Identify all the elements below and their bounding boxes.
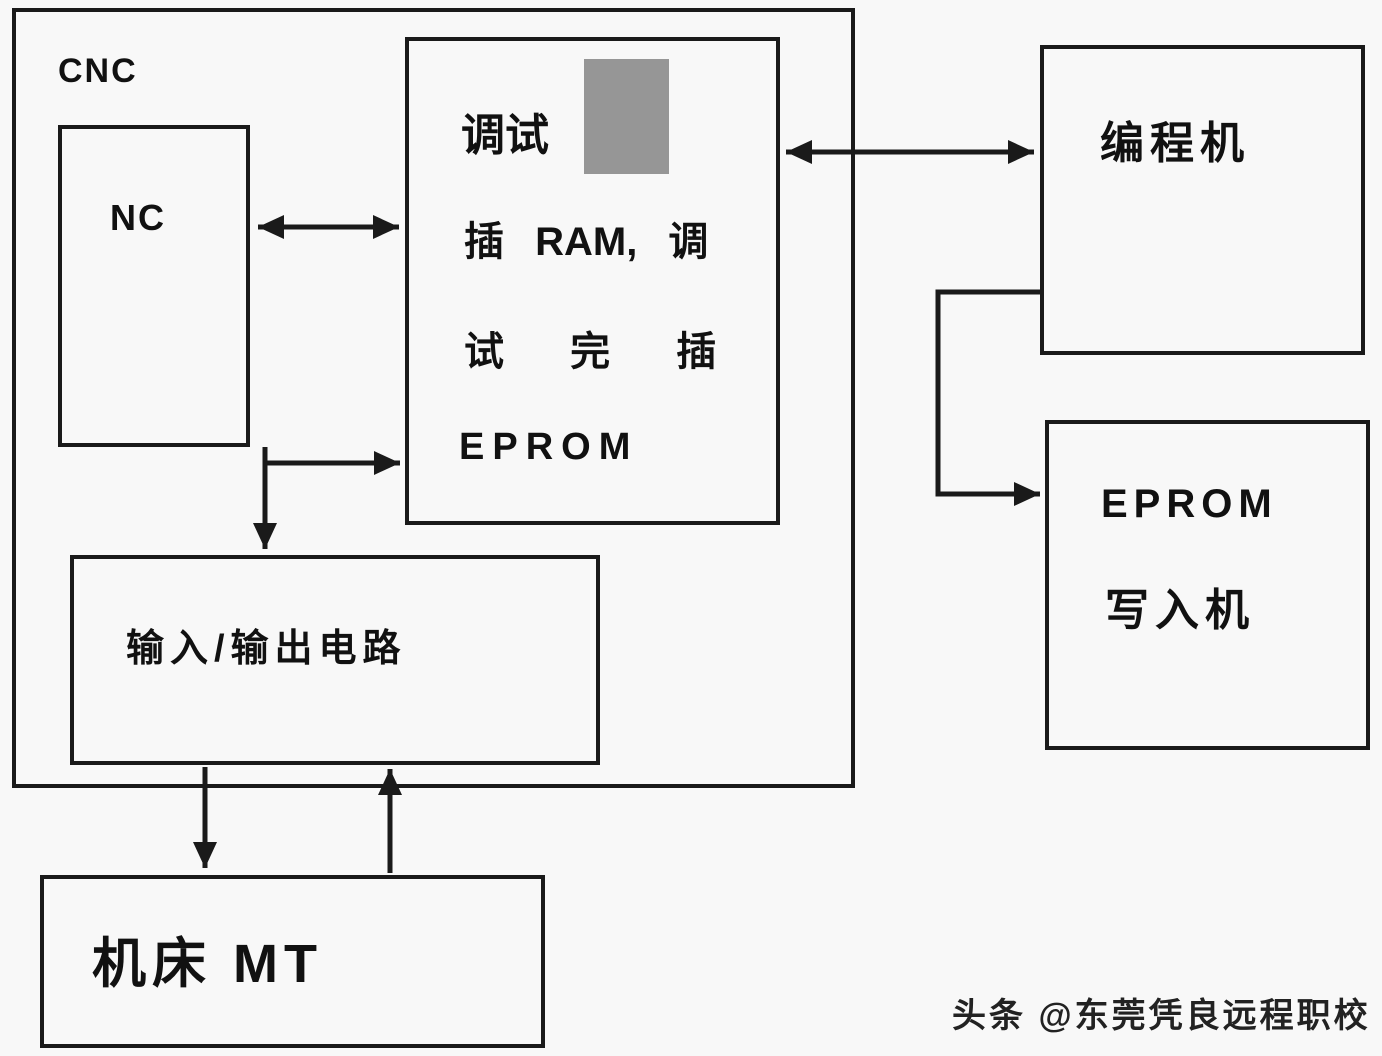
watermark-text: 头条 @东莞凭良远程职校: [952, 997, 1371, 1035]
nc-box: NC: [58, 125, 250, 447]
eprom-writer-box: EPROM 写入机: [1045, 420, 1370, 750]
machine-tool-label: 机床 MT: [92, 934, 323, 994]
memory-text-line2: 插 RAM, 调: [464, 220, 709, 264]
gray-chip-rect: [584, 59, 669, 174]
programmer-label: 编程机: [1100, 119, 1250, 168]
eprom-writer-label-line1: EPROM: [1101, 482, 1278, 526]
io-circuit-box: 输入/输出电路: [70, 555, 600, 765]
memory-box: 调试 插 RAM, 调 试 完 插 EPROM: [405, 37, 780, 525]
arrow-programmer-epromwriter: [935, 289, 1040, 506]
memory-text-line3: 试 完 插: [464, 330, 717, 374]
memory-text-line4: EPROM: [459, 426, 639, 468]
io-circuit-label: 输入/输出电路: [126, 628, 407, 670]
cnc-label: CNC: [58, 52, 138, 90]
memory-text-line1: 调试: [461, 111, 549, 160]
programmer-box: 编程机: [1040, 45, 1365, 355]
machine-tool-box: 机床 MT: [40, 875, 545, 1048]
nc-label: NC: [110, 197, 166, 238]
eprom-writer-label-line2: 写入机: [1105, 586, 1255, 635]
